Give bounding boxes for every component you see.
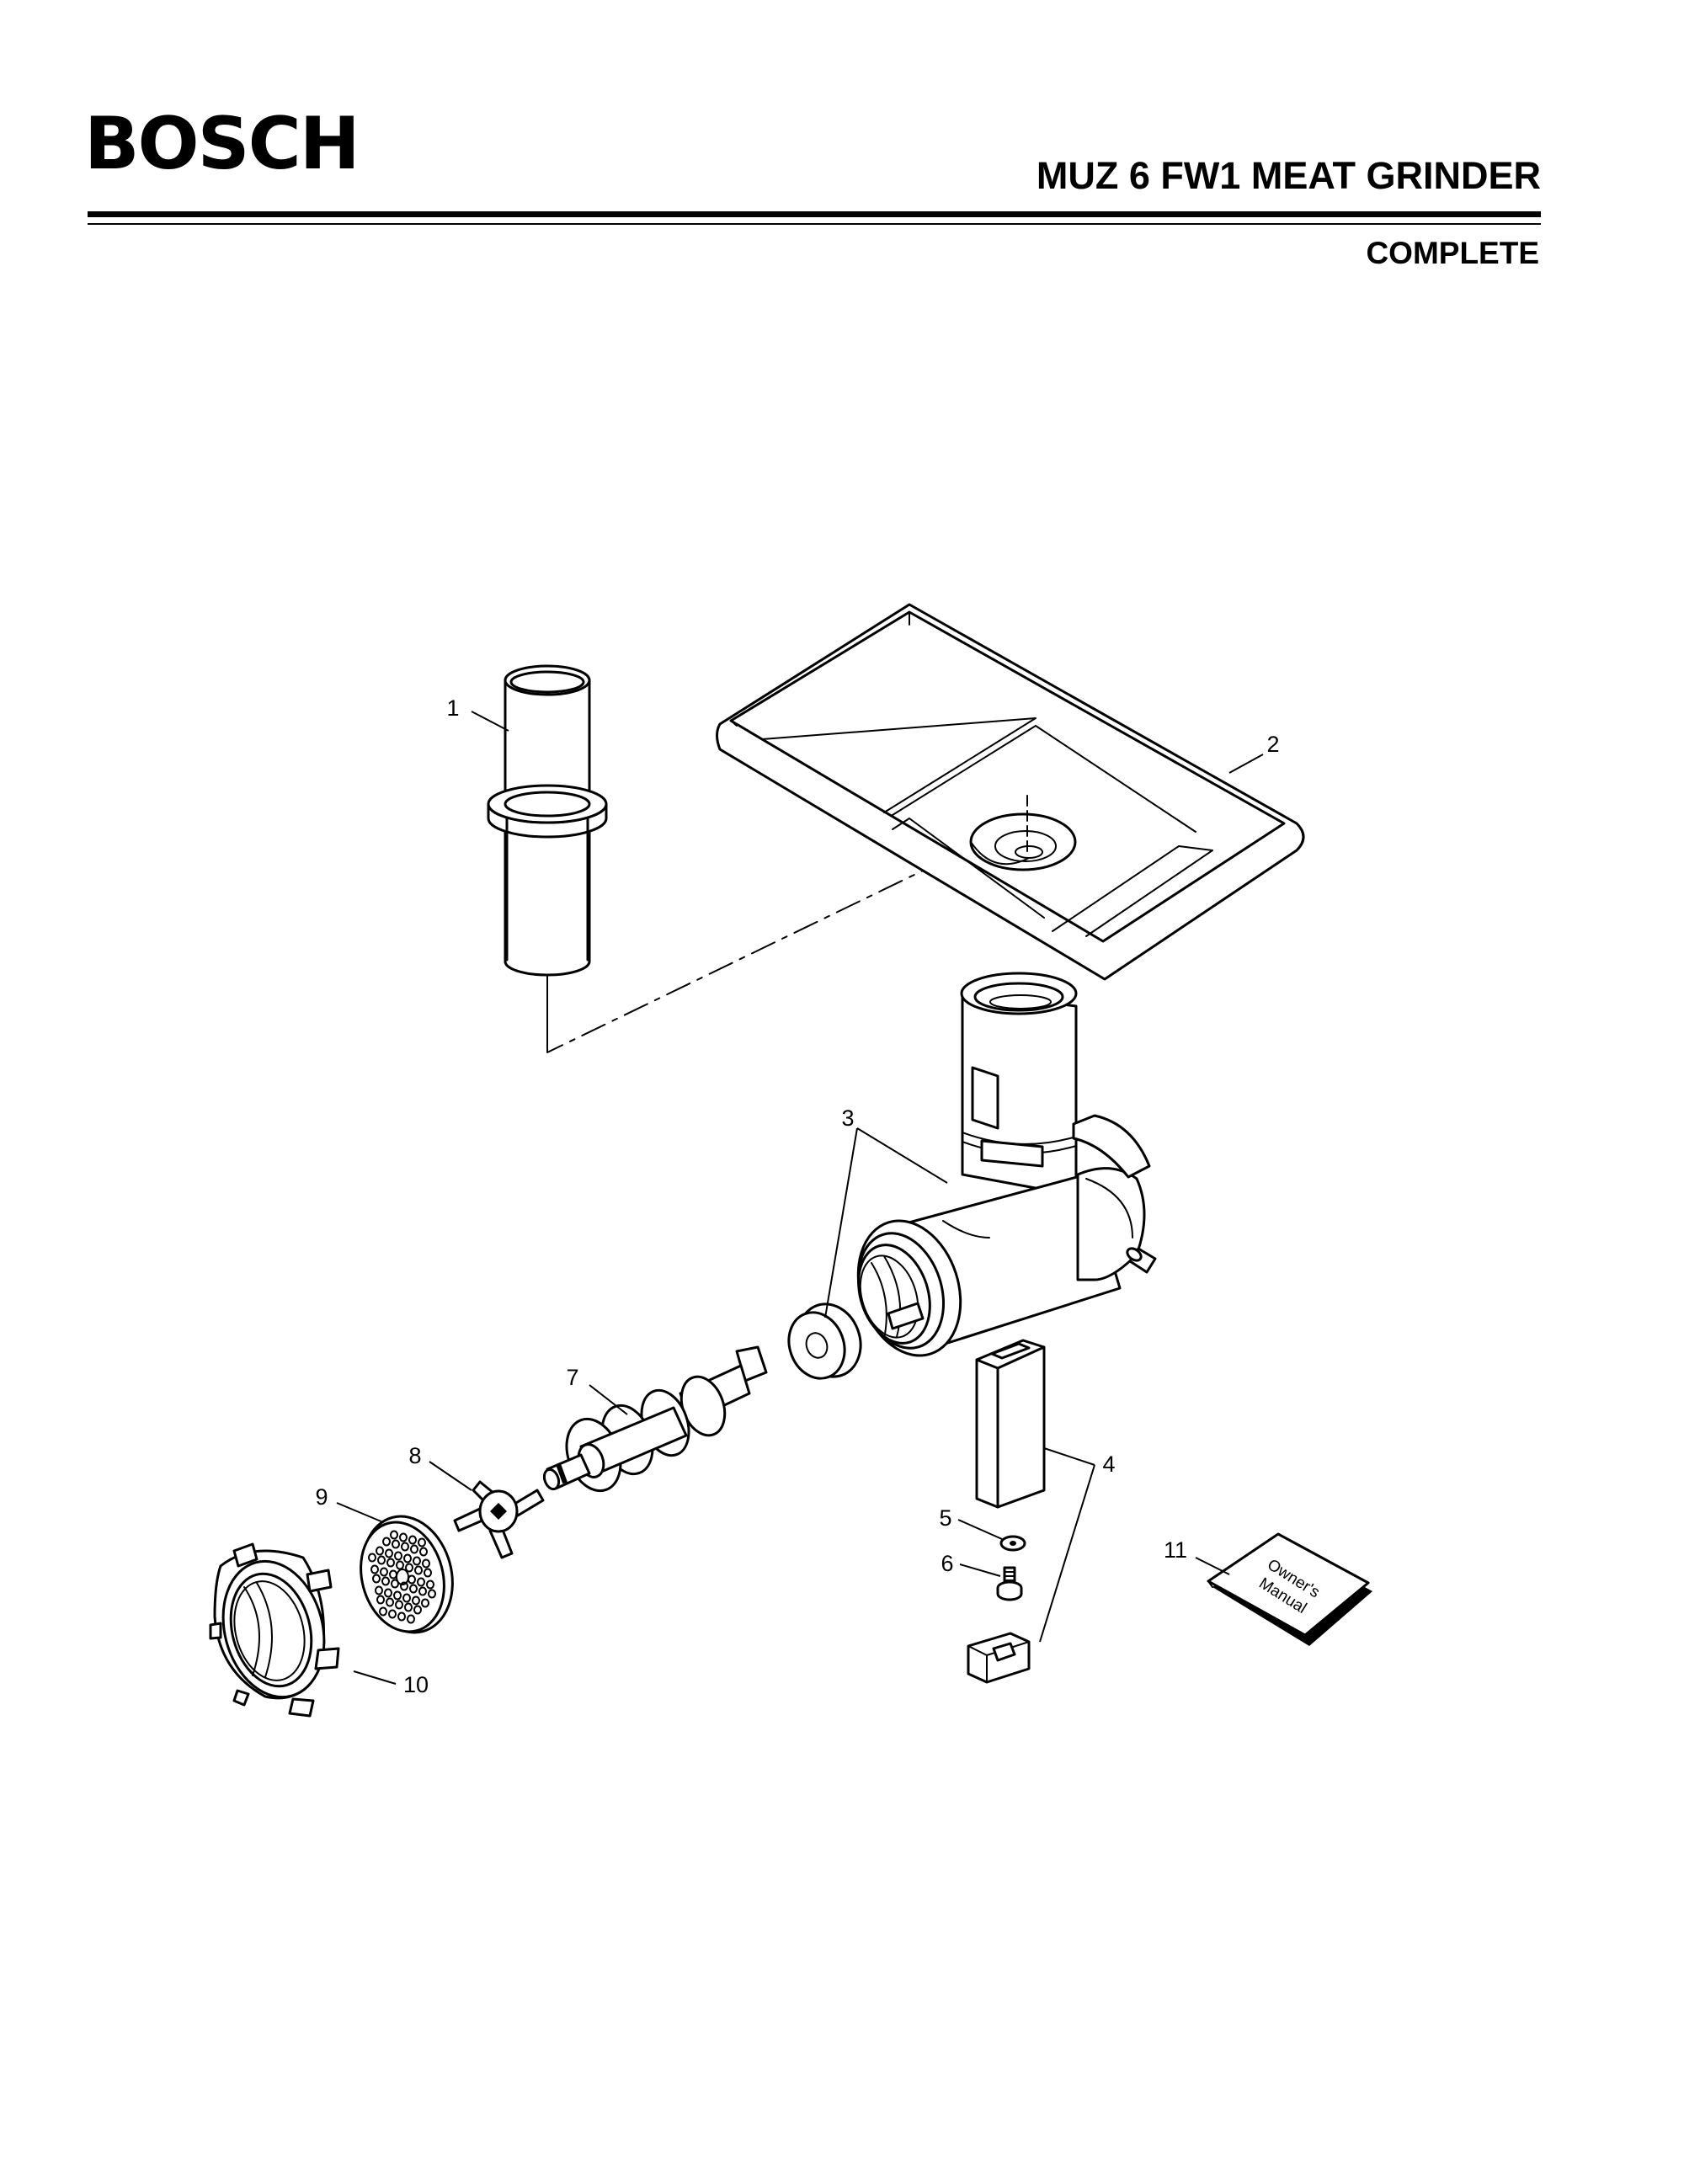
- part-4-tray-holder[interactable]: [967, 1339, 1046, 1684]
- page-title: MUZ 6 FW1 MEAT GRINDER: [1036, 154, 1541, 197]
- disc-hole: [409, 1584, 418, 1594]
- disc-hole: [377, 1555, 386, 1565]
- callout-7: 7: [566, 1365, 578, 1390]
- disc-hole: [390, 1530, 398, 1540]
- callout-11: 11: [1164, 1537, 1187, 1563]
- callout-2: 2: [1266, 732, 1279, 757]
- disc-hole: [408, 1535, 417, 1545]
- disc-hole: [413, 1556, 421, 1566]
- callout-9: 9: [315, 1484, 328, 1510]
- part-9-perforated-disc[interactable]: [349, 1506, 466, 1643]
- callout-8: 8: [408, 1443, 421, 1468]
- disc-hole: [403, 1553, 412, 1563]
- disc-hole: [410, 1544, 418, 1554]
- part-7-feed-screw[interactable]: [541, 1345, 768, 1499]
- disc-hole: [418, 1537, 426, 1547]
- disc-hole: [404, 1602, 413, 1612]
- part-2-tray[interactable]: [716, 603, 1305, 981]
- callout-5: 5: [939, 1505, 951, 1531]
- leader-lines: [336, 711, 1264, 1685]
- callout-1: 1: [446, 695, 459, 721]
- disc-hole: [414, 1565, 423, 1575]
- part-3-bushing[interactable]: [780, 1295, 871, 1386]
- disc-hole: [413, 1605, 422, 1615]
- alignment-line: [546, 820, 1026, 1053]
- disc-hole: [375, 1585, 383, 1595]
- disc-hole: [393, 1590, 402, 1601]
- disc-hole: [379, 1606, 387, 1617]
- disc-hole: [395, 1600, 403, 1610]
- part-8-knife[interactable]: [453, 1480, 545, 1559]
- callout-6: 6: [941, 1551, 953, 1576]
- callout-labels: 1 2 3 4 5 6 7 8 9 10 11: [315, 695, 1279, 1697]
- part-1-pusher[interactable]: [487, 664, 608, 1045]
- disc-hole: [402, 1593, 411, 1603]
- part-11-owners-manual[interactable]: Owner's Manual: [1207, 1532, 1372, 1646]
- header-rule-thick: [88, 211, 1541, 217]
- disc-hole: [396, 1560, 404, 1570]
- disc-hole: [376, 1546, 384, 1556]
- page-subtitle: COMPLETE: [1366, 236, 1539, 270]
- disc-hole: [419, 1547, 428, 1557]
- disc-hole: [391, 1579, 399, 1589]
- disc-hole: [386, 1558, 395, 1568]
- disc-hole: [380, 1567, 388, 1577]
- disc-hole: [401, 1542, 409, 1552]
- disc-hole: [412, 1595, 420, 1606]
- header-rule-thin: [88, 223, 1541, 225]
- drive-pin: [1126, 1247, 1157, 1274]
- disc-hole: [407, 1614, 415, 1624]
- callout-3: 3: [841, 1105, 854, 1131]
- disc-hole: [381, 1576, 390, 1586]
- disc-hole: [405, 1563, 413, 1573]
- disc-hole: [368, 1553, 376, 1563]
- disc-hole: [428, 1589, 436, 1599]
- part-10-ring-nut[interactable]: [209, 1542, 340, 1718]
- part-5-washer[interactable]: [999, 1535, 1026, 1552]
- disc-hole: [388, 1609, 397, 1619]
- disc-hole: [372, 1574, 381, 1584]
- bosch-logo: BOSCH: [84, 102, 360, 186]
- disc-hole: [418, 1586, 427, 1596]
- callout-4: 4: [1102, 1452, 1115, 1477]
- callout-10: 10: [403, 1672, 429, 1697]
- disc-hole: [394, 1551, 402, 1561]
- part-3-housing[interactable]: [841, 972, 1151, 1369]
- disc-hole: [384, 1588, 392, 1598]
- disc-hole: [386, 1597, 394, 1607]
- disc-hole: [392, 1539, 400, 1549]
- disc-hole: [399, 1532, 408, 1542]
- disc-hole: [417, 1577, 425, 1587]
- disc-hole: [376, 1595, 385, 1605]
- disc-hole: [424, 1568, 432, 1578]
- disc-hole: [421, 1598, 429, 1608]
- disc-hole: [422, 1558, 430, 1569]
- disc-hole: [385, 1548, 393, 1558]
- disc-hole: [370, 1564, 379, 1574]
- disc-hole: [397, 1611, 406, 1622]
- disc-hole: [382, 1537, 391, 1547]
- disc-hole: [400, 1581, 408, 1591]
- part-6-screw[interactable]: [996, 1566, 1023, 1601]
- disc-hole: [426, 1579, 434, 1590]
